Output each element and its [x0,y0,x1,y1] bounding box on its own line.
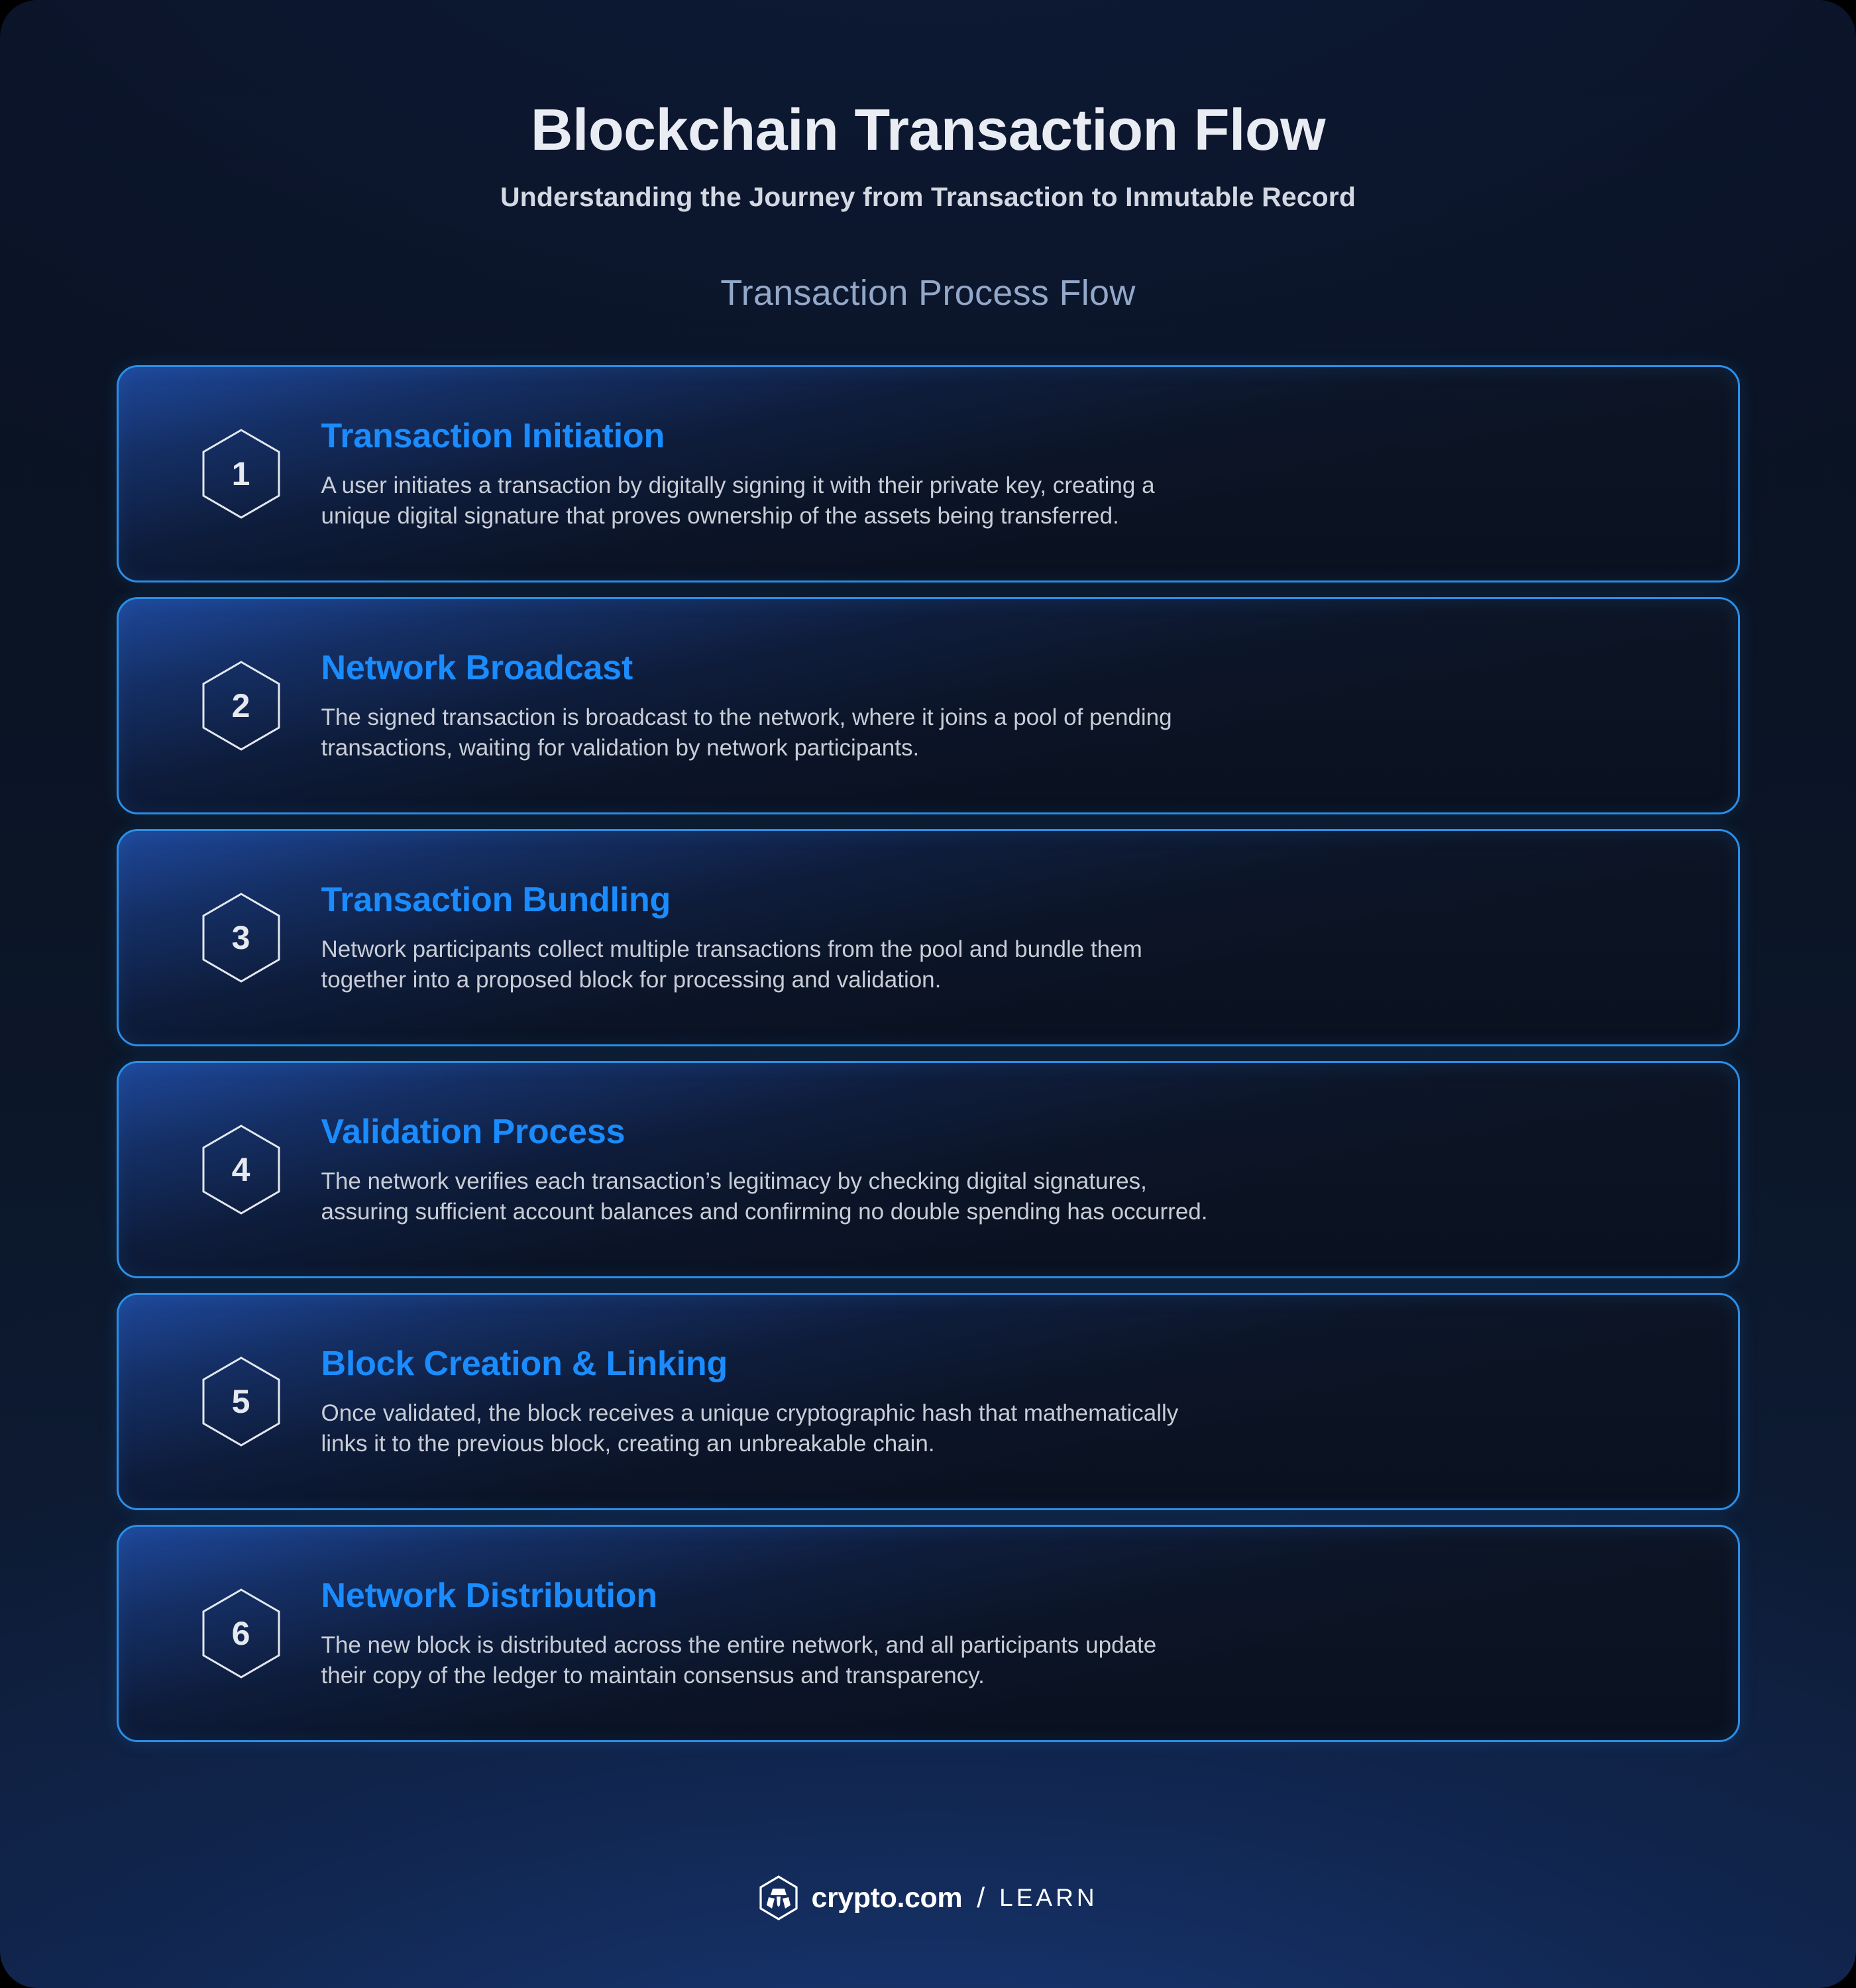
step-number-badge: 3 [199,891,283,984]
section-title: Transaction Process Flow [720,273,1136,313]
step-body: Block Creation & Linking Once validated,… [321,1344,1738,1459]
step-card: 3 Transaction Bundling Network participa… [116,829,1740,1047]
brand-separator: / [977,1881,985,1914]
step-number-badge: 1 [199,427,283,520]
step-description: Once validated, the block receives a uni… [321,1400,1179,1457]
brand-name: crypto.com [811,1881,963,1914]
step-number: 1 [231,455,250,493]
crypto-com-logo-icon [759,1875,798,1920]
step-description: The signed transaction is broadcast to t… [321,704,1172,761]
step-card: 2 Network Broadcast The signed transacti… [116,597,1740,815]
hexagon-icon [202,429,280,520]
steps-list: 1 Transaction Initiation A user initiate… [116,365,1740,1743]
step-number-badge: 6 [199,1587,283,1680]
step-title: Block Creation & Linking [321,1345,728,1384]
hexagon-icon [202,1356,280,1447]
step-title: Transaction Initiation [321,417,665,456]
step-number: 3 [231,919,250,957]
step-number: 2 [231,687,250,725]
step-card: 1 Transaction Initiation A user initiate… [116,365,1740,583]
step-number-badge: 2 [199,659,283,752]
page-subtitle: Understanding the Journey from Transacti… [500,182,1356,213]
step-number-badge: 5 [199,1355,283,1448]
step-number: 5 [231,1383,250,1421]
step-number: 4 [231,1151,250,1189]
hexagon-icon [202,893,280,983]
step-body: Transaction Initiation A user initiates … [321,416,1738,531]
step-body: Transaction Bundling Network participant… [321,880,1738,995]
step-description: Network participants collect multiple tr… [321,936,1142,993]
hexagon-icon [202,1588,280,1679]
hexagon-icon [202,661,280,751]
step-number: 6 [231,1615,250,1653]
step-card: 5 Block Creation & Linking Once validate… [116,1293,1740,1511]
step-title: Transaction Bundling [321,881,671,920]
step-title: Validation Process [321,1113,626,1152]
step-body: Validation Process The network verifies … [321,1112,1738,1227]
header: Blockchain Transaction Flow Understandin… [0,0,1856,313]
step-body: Network Distribution The new block is di… [321,1576,1738,1691]
page-title: Blockchain Transaction Flow [530,97,1326,162]
step-body: Network Broadcast The signed transaction… [321,648,1738,763]
step-card: 4 Validation Process The network verifie… [116,1061,1740,1279]
step-title: Network Broadcast [321,649,633,688]
step-number-badge: 4 [199,1123,283,1216]
step-card: 6 Network Distribution The new block is … [116,1525,1740,1743]
hexagon-icon [202,1125,280,1215]
footer-brand: crypto.com / LEARN [0,1875,1856,1920]
step-description: The network verifies each transaction’s … [321,1168,1208,1225]
step-description: A user initiates a transaction by digita… [321,472,1155,529]
step-title: Network Distribution [321,1576,658,1616]
step-description: The new block is distributed across the … [321,1632,1157,1689]
brand-product: LEARN [999,1884,1098,1911]
